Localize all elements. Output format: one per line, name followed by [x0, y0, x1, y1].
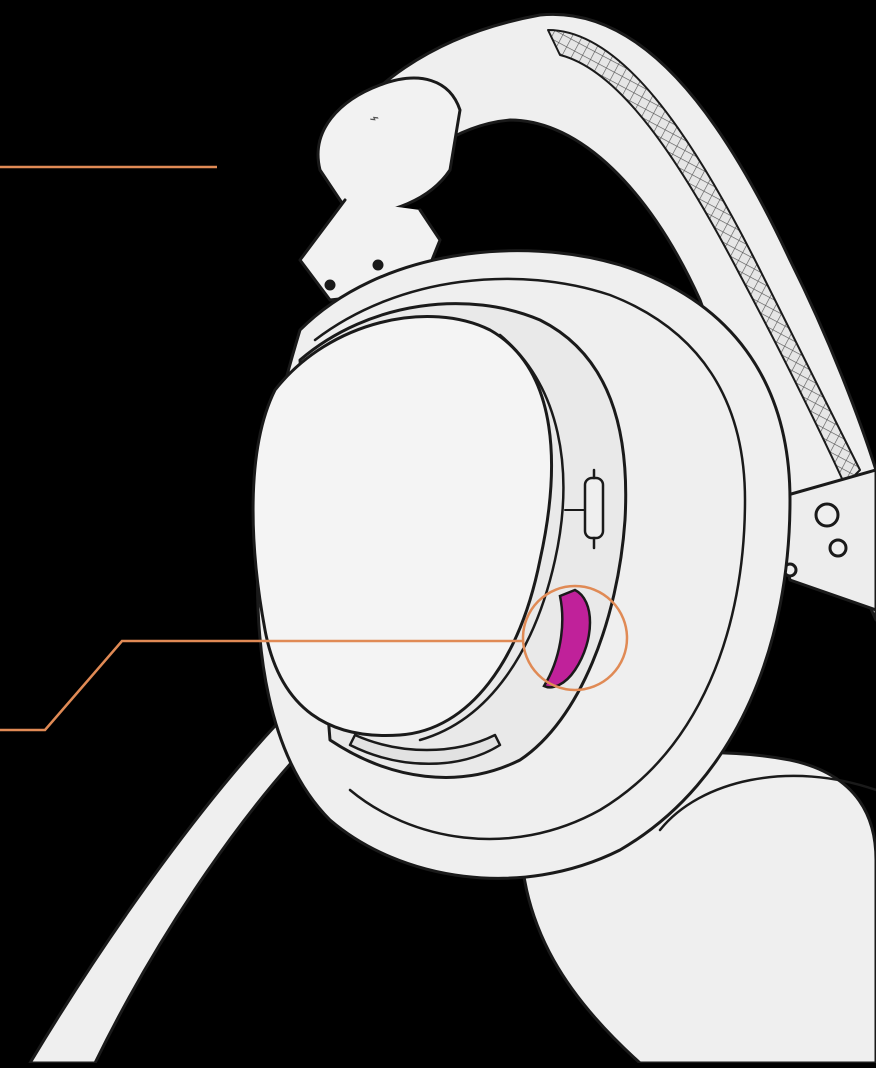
- boom-arm: [30, 700, 330, 1063]
- headband-slider: [318, 78, 460, 215]
- usb-port: [585, 478, 603, 538]
